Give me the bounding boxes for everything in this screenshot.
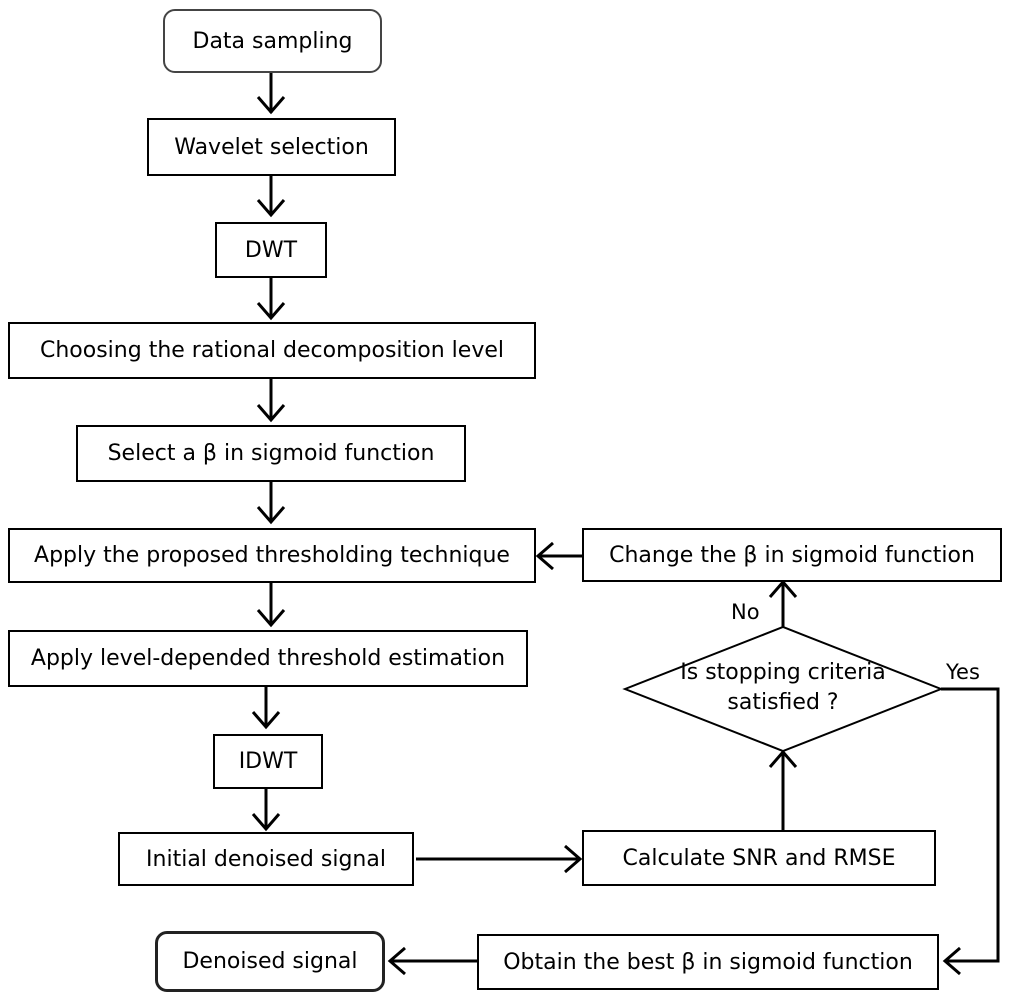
decision-line-1: Is stopping criteria [680, 660, 886, 685]
node-idwt: IDWT [213, 734, 323, 789]
node-threshold-estimation: Apply level-depended threshold estimatio… [8, 630, 528, 687]
node-threshold-estimation-label: Apply level-depended threshold estimatio… [30, 646, 506, 671]
node-obtain-best-beta: Obtain the best β in sigmoid function [477, 934, 939, 990]
decision-line-2: satisfied ? [727, 690, 839, 715]
node-wavelet-selection: Wavelet selection [147, 118, 396, 176]
node-data-sampling-label: Data sampling [192, 28, 353, 54]
node-dwt-label: DWT [244, 237, 298, 263]
decision-question: Is stopping criteria satisfied ? [650, 658, 916, 718]
arrow-decision-yes [941, 687, 1000, 963]
node-apply-thresholding-label: Apply the proposed thresholding techniqu… [34, 543, 510, 568]
node-change-beta: Change the β in sigmoid function [582, 528, 1002, 582]
node-select-beta: Select a β in sigmoid function [76, 425, 466, 482]
node-apply-thresholding: Apply the proposed thresholding techniqu… [8, 528, 536, 583]
node-calculate-label: Calculate SNR and RMSE [622, 845, 896, 871]
node-idwt-label: IDWT [238, 749, 298, 774]
label-no: No [731, 600, 760, 624]
label-yes: Yes [946, 660, 980, 684]
node-wavelet-selection-label: Wavelet selection [174, 134, 369, 160]
node-initial-denoised: Initial denoised signal [118, 832, 414, 886]
node-calculate-snr-rmse: Calculate SNR and RMSE [582, 830, 936, 886]
node-denoised-signal-label: Denoised signal [182, 949, 358, 974]
node-dwt: DWT [215, 222, 327, 278]
node-select-beta-label: Select a β in sigmoid function [107, 441, 435, 466]
node-decomposition-level: Choosing the rational decomposition leve… [8, 322, 536, 379]
node-decomposition-level-label: Choosing the rational decomposition leve… [40, 338, 504, 363]
node-initial-denoised-label: Initial denoised signal [146, 846, 386, 872]
node-data-sampling: Data sampling [163, 9, 382, 73]
node-denoised-signal: Denoised signal [155, 931, 385, 992]
node-obtain-best-label: Obtain the best β in sigmoid function [503, 949, 913, 975]
node-change-beta-label: Change the β in sigmoid function [609, 542, 975, 568]
